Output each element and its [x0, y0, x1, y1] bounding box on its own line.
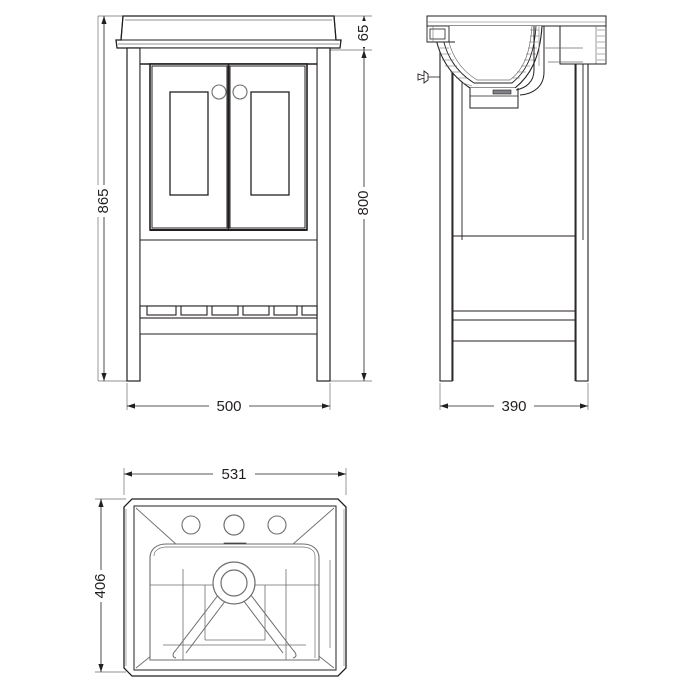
- dimension-531: 531: [124, 464, 346, 484]
- dimension-406-label: 406: [92, 573, 109, 598]
- dimension-500-label: 500: [216, 398, 241, 415]
- tap-hole-right: [267, 515, 287, 535]
- plinth-slot: [242, 305, 270, 316]
- leg-left: [126, 47, 141, 382]
- side-rails: [453, 235, 575, 342]
- door-knob-right[interactable]: [232, 84, 248, 100]
- side-leg-front: [439, 23, 453, 382]
- door-knob-left[interactable]: [211, 84, 227, 100]
- dimension-531-label: 531: [221, 466, 246, 483]
- tap-hole-center: [223, 514, 245, 536]
- basin-countertop: [115, 15, 342, 49]
- plinth-slot: [146, 305, 177, 316]
- side-witness-lines: [439, 383, 589, 410]
- waste-section: [469, 88, 519, 109]
- side-elevation-view: 390: [417, 15, 607, 416]
- plinth-slot: [301, 305, 318, 316]
- waste-pipe: [515, 26, 545, 96]
- plinth-slot: [273, 305, 298, 316]
- basin-rim-right: [559, 25, 607, 65]
- basin-section: [426, 15, 607, 109]
- dimension-865-label: 865: [95, 188, 112, 213]
- front-lower-rails: [140, 229, 317, 241]
- front-elevation-view: 865 65 800 500: [95, 15, 374, 416]
- side-leg-back: [575, 23, 589, 382]
- dimension-800: 800: [355, 50, 374, 381]
- dimension-65: 65: [355, 16, 374, 50]
- waste-drain-inner: [220, 569, 248, 597]
- plinth-slot: [211, 305, 239, 316]
- tap-hole-left: [181, 515, 201, 535]
- plan-witness-lines: [95, 468, 347, 673]
- dimension-800-label: 800: [355, 190, 372, 215]
- side-knob[interactable]: [417, 70, 440, 84]
- dimension-500: 500: [127, 396, 330, 416]
- dimension-390: 390: [440, 396, 588, 416]
- drain-slope-lines: [172, 589, 297, 659]
- cabinet-doors[interactable]: [149, 63, 308, 231]
- plinth-rail: [139, 305, 318, 335]
- side-frame-lines: [452, 24, 584, 381]
- basin-rim-left: [426, 25, 455, 43]
- door-panel-right: [250, 91, 290, 196]
- door-panel-left: [169, 91, 209, 196]
- dimension-65-label: 65: [355, 25, 372, 42]
- basin-plan-view: 531 406: [92, 464, 347, 677]
- dimension-390-label: 390: [501, 398, 526, 415]
- plinth-slots: [146, 305, 318, 316]
- leg-right: [316, 47, 331, 382]
- dimension-865: 865: [95, 16, 114, 381]
- plinth-slot: [180, 305, 208, 316]
- dimension-406: 406: [92, 499, 111, 672]
